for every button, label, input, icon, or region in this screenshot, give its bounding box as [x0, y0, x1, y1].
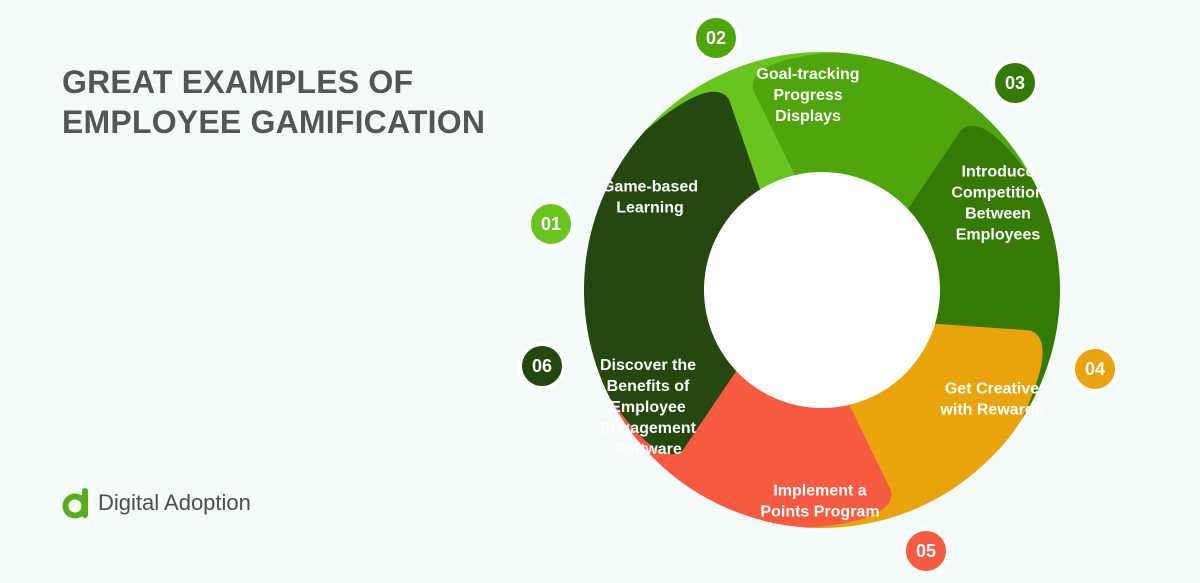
- brand-name: Digital Adoption: [98, 490, 251, 515]
- segment-6-label-line: Discover the: [600, 357, 696, 374]
- segment-5-number-badge: 05: [902, 527, 950, 575]
- segment-1-label-line: Learning: [616, 200, 684, 217]
- segment-5-label-line: Implement a: [773, 483, 866, 500]
- segment-4-number-badge: 04: [1071, 345, 1119, 393]
- segment-4-label: Get Creative with Rewards: [939, 381, 1043, 419]
- segment-1-label-line: Game-based: [602, 179, 698, 196]
- segment-2-label-line: Displays: [775, 108, 841, 125]
- title-line-2: EMPLOYEE GAMIFICATION: [62, 104, 486, 140]
- page-title: GREAT EXAMPLES OF EMPLOYEE GAMIFICATION: [62, 62, 485, 142]
- wheel-center-hole: [704, 172, 940, 408]
- badge-circle: [692, 14, 740, 62]
- digital-adoption-logo-icon: [62, 488, 88, 519]
- badge-number: 05: [916, 541, 936, 561]
- badge-number: 02: [706, 28, 726, 48]
- segment-3-label-line: Employees: [956, 227, 1041, 244]
- segment-6-label-line: Engagement: [600, 420, 697, 437]
- segment-6-label-line: Software: [614, 441, 682, 458]
- segment-2-label-line: Progress: [773, 87, 842, 104]
- segment-3-label-line: Competition: [951, 185, 1044, 202]
- segment-4-label-line: Get Creative: [945, 381, 1039, 398]
- title-line-1: GREAT EXAMPLES OF: [62, 64, 414, 100]
- segment-6-label-line: Employee: [610, 399, 686, 416]
- segment-5-label: Implement a Points Program: [760, 483, 879, 521]
- segment-6-number-badge: 06: [518, 342, 566, 390]
- wheel-segment-6: [584, 91, 767, 455]
- segment-5-label-line: Points Program: [760, 504, 879, 521]
- segment-6-label-line: Benefits of: [607, 378, 690, 395]
- segment-2-label-line: Goal-tracking: [756, 66, 859, 83]
- segment-4-label-line: with Rewards: [939, 402, 1043, 419]
- badge-number: 06: [532, 356, 552, 376]
- badge-circle: [1071, 345, 1119, 393]
- badge-circle: [518, 342, 566, 390]
- segment-1-number-badge: 01: [527, 200, 575, 248]
- brand-logo-block: Digital Adoption: [62, 486, 251, 520]
- segment-3-label-line: Introduce: [962, 164, 1035, 181]
- badge-number: 03: [1005, 73, 1025, 93]
- segment-3-number-badge: 03: [991, 59, 1039, 107]
- badge-circle: [527, 200, 575, 248]
- badge-number: 04: [1085, 359, 1105, 379]
- badge-circle: [902, 527, 950, 575]
- badge-circle: [991, 59, 1039, 107]
- badge-number: 01: [541, 214, 561, 234]
- segment-3-label-line: Between: [965, 206, 1031, 223]
- segment-2-number-badge: 02: [692, 14, 740, 62]
